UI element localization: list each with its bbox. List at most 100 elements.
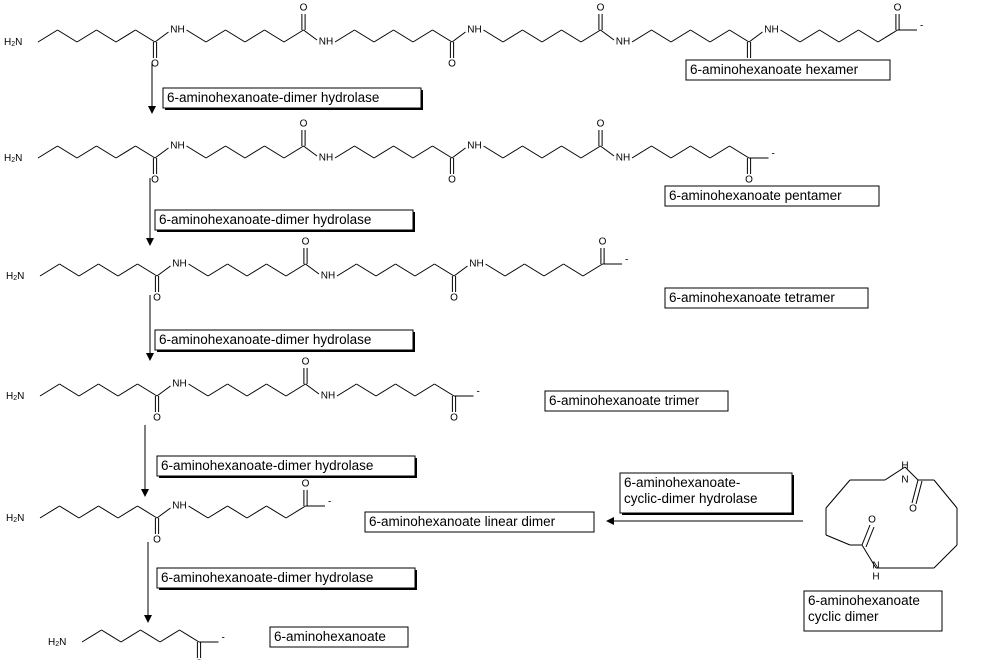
chain-bond: [207, 263, 228, 277]
chain-bond: [432, 145, 453, 159]
chain-bond: [285, 263, 306, 277]
chain-bond: [412, 145, 433, 159]
chain-bond: [434, 383, 455, 397]
chain-bond: [266, 505, 287, 519]
cyclic-dimer-name-box-text: 6-aminohexanoate: [808, 593, 920, 608]
amide-bond: [451, 31, 466, 43]
amide-nh-label: NH: [616, 37, 630, 48]
chain-bond: [246, 505, 267, 519]
chain-bond: [207, 383, 228, 397]
amide-nh-label: NH: [319, 153, 333, 164]
amide-bond: [453, 265, 468, 277]
chain-bond: [373, 29, 394, 43]
tetramer-name-box-text: 6-aminohexanoate tetramer: [669, 290, 835, 305]
amide-nh-label: NH: [469, 259, 483, 270]
chain-bond: [838, 29, 859, 43]
amine-group-label: H2N: [6, 271, 24, 282]
ring-h-label: H: [872, 572, 879, 583]
chain-bond: [137, 505, 158, 519]
chain-bond: [205, 29, 226, 43]
chain-bond: [434, 263, 455, 277]
chain-bond: [412, 29, 433, 43]
chain-bond: [334, 29, 355, 43]
chain-bond: [877, 29, 898, 43]
chain-bond: [541, 145, 562, 159]
chain-bond: [561, 29, 582, 43]
oxygen-atom: O: [151, 175, 159, 186]
chain-bond: [283, 29, 304, 43]
ring-carbonyl-bond: [915, 480, 923, 505]
ring-bond: [904, 466, 919, 481]
chain-bond: [227, 505, 248, 519]
chain-bond: [729, 29, 750, 43]
hexamer-name-box-text: 6-aminohexanoate hexamer: [690, 62, 859, 77]
chain-bond: [205, 145, 226, 159]
chain-bond: [709, 145, 730, 159]
ring-carbonyl-bond: [911, 479, 919, 504]
charge-label: -: [222, 633, 225, 644]
chain-bond: [543, 263, 564, 277]
chain-bond: [76, 29, 97, 43]
enzyme-box-2-text: 6-aminohexanoate-dimer hydrolase: [159, 212, 371, 227]
chain-bond: [522, 145, 543, 159]
chain-bond: [98, 505, 119, 519]
oxygen-atom: O: [151, 59, 159, 70]
chain-bond: [101, 629, 122, 643]
chain-bond: [39, 263, 60, 277]
amide-nh-label: NH: [321, 271, 335, 282]
amide-bond: [748, 31, 763, 43]
chain-bond: [414, 263, 435, 277]
chain-bond: [188, 383, 209, 397]
oxygen-atom: O: [153, 413, 161, 424]
amide-nh-label: NH: [319, 37, 333, 48]
chain-bond: [117, 263, 138, 277]
chain-bond: [375, 263, 396, 277]
chain-bond: [225, 145, 246, 159]
charge-label: -: [477, 387, 480, 398]
chain-bond: [78, 383, 99, 397]
ring-h-label: H: [901, 461, 908, 472]
ring-oxygen-atom: O: [868, 515, 876, 526]
chain-bond: [483, 29, 504, 43]
chain-bond: [37, 29, 58, 43]
chain-bond: [414, 383, 435, 397]
chain-bond: [485, 263, 506, 277]
chain-bond: [375, 383, 396, 397]
chain-bond: [580, 145, 601, 159]
chain-bond: [137, 383, 158, 397]
amide-bond: [156, 385, 171, 397]
chain-bond: [186, 145, 207, 159]
chain-bond: [117, 383, 138, 397]
enzyme-box-1-text: 6-aminohexanoate-dimer hydrolase: [167, 90, 379, 105]
oxygen-atom: O: [153, 293, 161, 304]
amide-nh-label: NH: [172, 379, 186, 390]
chain-bond: [395, 383, 416, 397]
amine-group-label: H2N: [6, 391, 24, 402]
enzyme-box-cyclic-text: 6-aminohexanoate-: [624, 475, 740, 490]
ring-carbonyl-bond: [861, 524, 871, 546]
chain-bond: [264, 29, 285, 43]
amide-bond: [305, 263, 320, 275]
chain-bond: [115, 145, 136, 159]
chain-bond: [819, 29, 840, 43]
amide-bond: [600, 145, 615, 157]
chain-bond: [393, 145, 414, 159]
amide-nh-label: NH: [616, 153, 630, 164]
chain-bond: [76, 145, 97, 159]
oxygen-atom: O: [302, 479, 310, 490]
ring-bond: [825, 479, 851, 509]
chain-bond: [670, 145, 691, 159]
chain-bond: [373, 145, 394, 159]
oxygen-atom: O: [300, 119, 308, 130]
chain-bond: [563, 263, 584, 277]
amide-bond: [156, 265, 171, 277]
monomer-name-box-text: 6-aminohexanoate: [274, 629, 386, 644]
trimer-name-box: 6-aminohexanoate trimer: [544, 390, 729, 412]
chain-bond: [395, 263, 416, 277]
oxygen-atom: O: [302, 237, 310, 248]
linear-dimer-name-box-text: 6-aminohexanoate linear dimer: [369, 514, 556, 529]
enzyme-box-1: 6-aminohexanoate-dimer hydrolase: [162, 87, 423, 110]
hexamer-name-box: 6-aminohexanoate hexamer: [685, 59, 891, 81]
oxygen-atom: O: [599, 237, 607, 248]
oxygen-atom: O: [448, 175, 456, 186]
